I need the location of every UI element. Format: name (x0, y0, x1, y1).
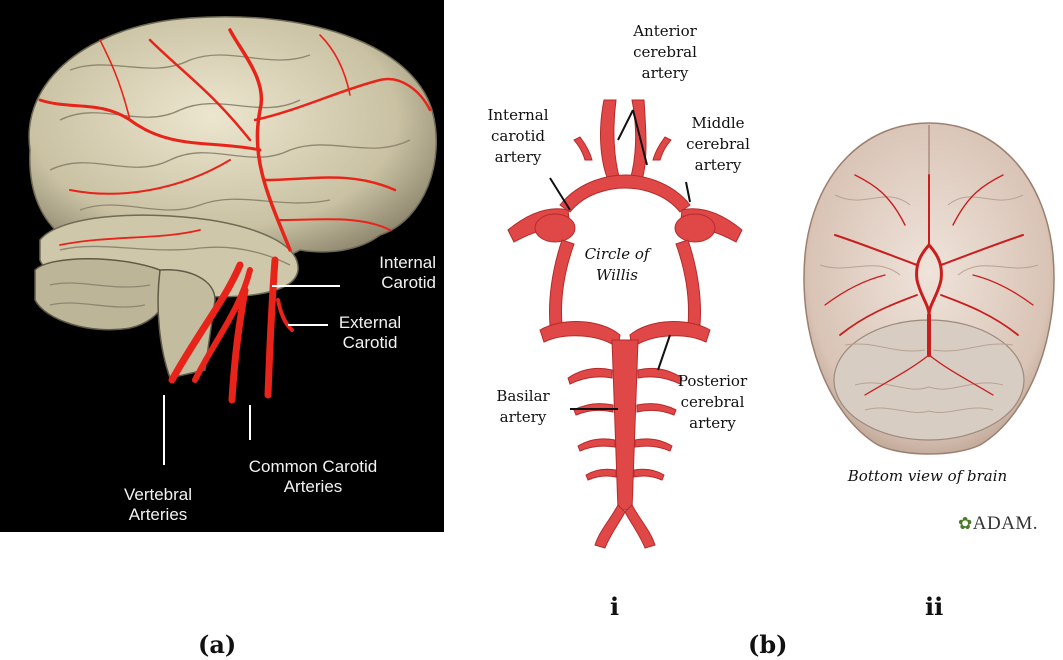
label-line: artery (673, 155, 763, 176)
caption-b: (b) (748, 630, 788, 659)
label-line: artery (660, 413, 765, 434)
label-middle-cerebral-artery: Middle cerebral artery (673, 113, 763, 176)
leaf-icon: ✿ (958, 514, 973, 533)
label-line: cerebral (615, 42, 715, 63)
label-line: Middle (673, 113, 763, 134)
panel-a-brain-lateral-view: Internal Carotid External Carotid Common… (0, 0, 444, 532)
label-line: Willis (572, 265, 662, 286)
label-line: cerebral (660, 392, 765, 413)
posterior-communicating-left (550, 240, 575, 325)
label-line: Carotid (348, 273, 436, 293)
label-line: External (330, 313, 410, 333)
label-vertebral-arteries: Vertebral Arteries (108, 485, 208, 525)
cerebellum-shape (35, 259, 167, 330)
label-line: Internal (348, 253, 436, 273)
label-line: cerebral (673, 134, 763, 155)
label-internal-carotid: Internal Carotid (348, 253, 436, 293)
label-line: artery (478, 407, 568, 428)
caption-a: (a) (198, 630, 236, 659)
internal-carotid-stub-left (535, 214, 575, 242)
label-line: carotid (473, 126, 563, 147)
label-anterior-cerebral-artery: Anterior cerebral artery (615, 21, 715, 84)
label-line: Common Carotid (228, 457, 398, 477)
brain-bottom-view-illustration (795, 115, 1063, 460)
label-line: Vertebral (108, 485, 208, 505)
caption-ii: ii (925, 592, 943, 621)
posterior-communicating-right (676, 240, 701, 325)
basilar-artery (612, 340, 638, 510)
label-internal-carotid-artery: Internal carotid artery (473, 105, 563, 168)
caption-i: i (610, 592, 619, 621)
posterior-cerebral-artery-left (540, 322, 620, 348)
label-common-carotid-arteries: Common Carotid Arteries (228, 457, 398, 497)
label-line: artery (473, 147, 563, 168)
label-line: Anterior (615, 21, 715, 42)
caption-bottom-view: Bottom view of brain (820, 466, 1035, 487)
label-line: Carotid (330, 333, 410, 353)
logo-text: ADAM. (973, 513, 1038, 534)
label-circle-of-willis: Circle of Willis (572, 244, 662, 286)
label-external-carotid: External Carotid (330, 313, 410, 353)
anterior-arch (560, 175, 690, 212)
label-line: Arteries (108, 505, 208, 525)
internal-carotid-stub-right (675, 214, 715, 242)
posterior-cerebral-artery-right (630, 322, 710, 348)
label-line: artery (615, 63, 715, 84)
label-line: Posterior (660, 371, 765, 392)
label-line: Arteries (228, 477, 398, 497)
label-line: Basilar (478, 386, 568, 407)
label-basilar-artery: Basilar artery (478, 386, 568, 428)
label-line: Circle of (572, 244, 662, 265)
label-posterior-cerebral-artery: Posterior cerebral artery (660, 371, 765, 434)
anterior-cerebral-artery-left (601, 100, 620, 180)
adam-logo: ✿ADAM. (958, 513, 1038, 535)
label-line: Internal (473, 105, 563, 126)
